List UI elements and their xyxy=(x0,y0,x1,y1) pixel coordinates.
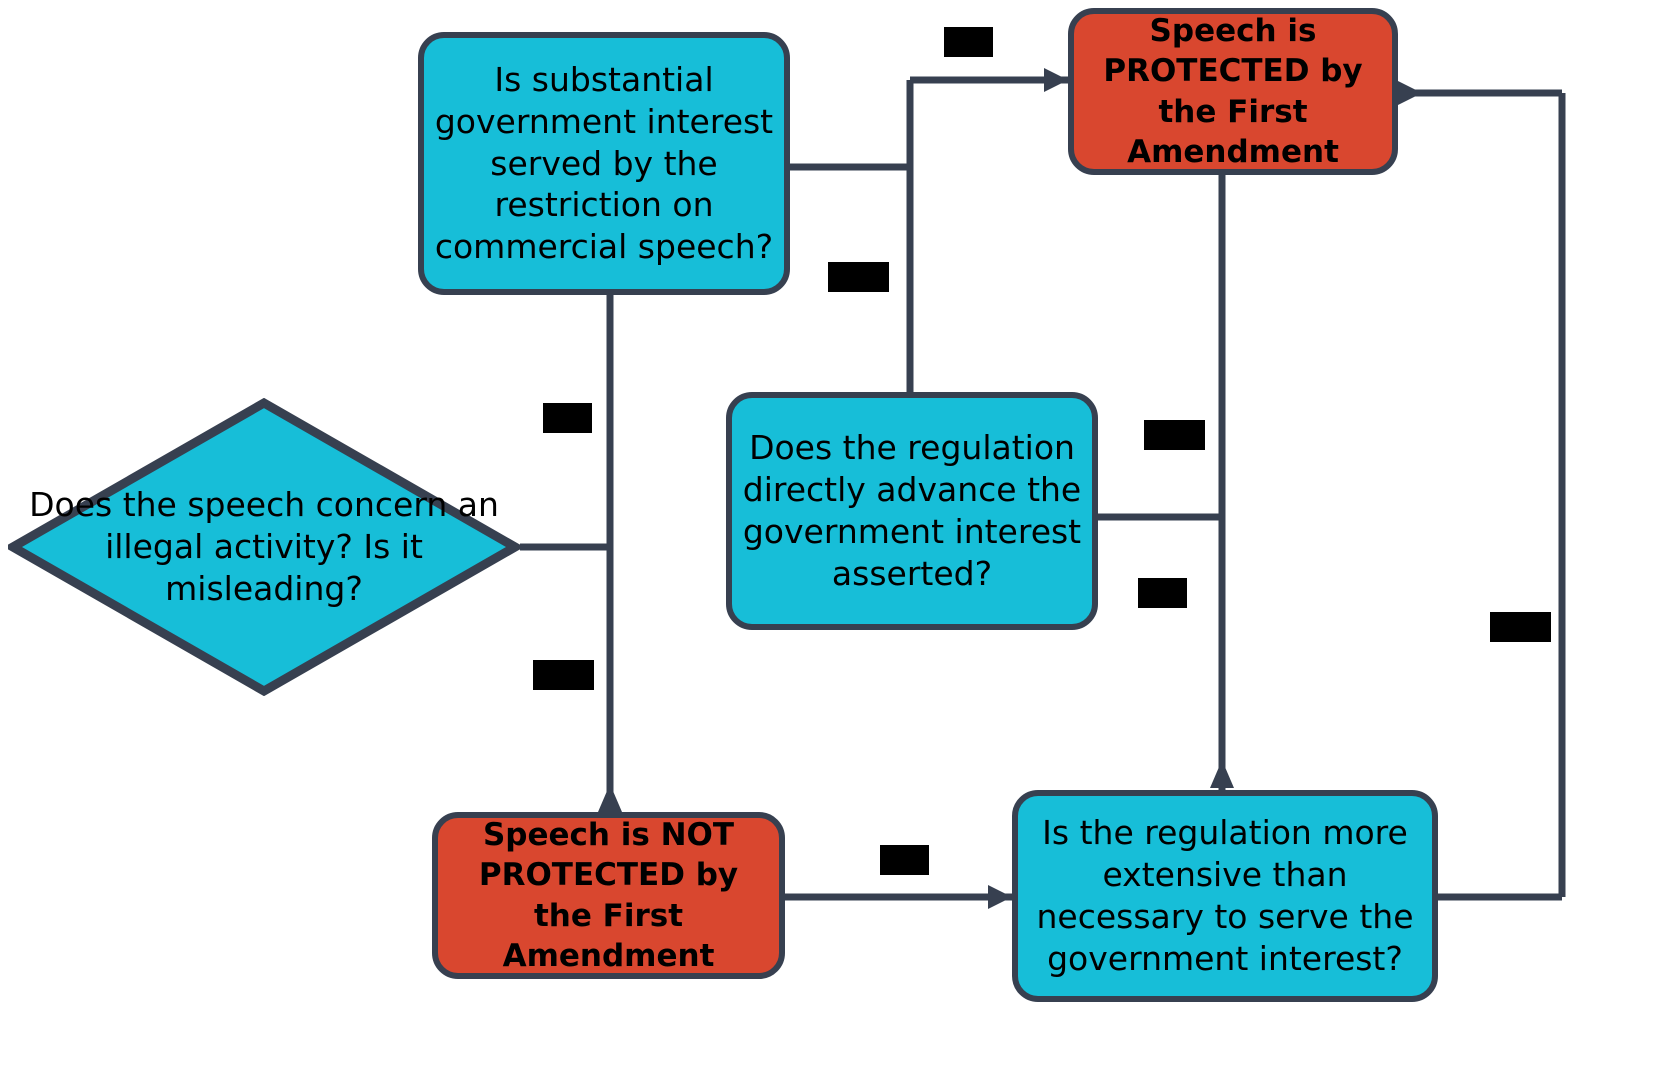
edge-label-extensive-yes: YES xyxy=(1490,610,1551,643)
edge-label-substantial-to-protected-no: NO xyxy=(944,25,994,58)
node-speech-not-protected[interactable]: Speech is NOT PROTECTED by the First Ame… xyxy=(432,812,785,979)
edge-label-substantial-no: NO xyxy=(543,401,593,434)
arrowhead-extensive-left xyxy=(988,885,1012,909)
node-directly-advance[interactable]: Does the regulation directly advance the… xyxy=(726,392,1098,630)
edge-label-extensive-no: NO xyxy=(880,843,930,876)
node-more-extensive[interactable]: Is the regulation more extensive than ne… xyxy=(1012,790,1438,1002)
edge-label-advance-yes: YES xyxy=(1144,418,1205,451)
node-substantial-interest-text: Is substantial government interest serve… xyxy=(434,59,774,267)
edge-label-substantial-yes: YES xyxy=(828,260,889,293)
node-substantial-interest[interactable]: Is substantial government interest serve… xyxy=(418,32,790,295)
node-speech-protected-text: Speech is PROTECTED by the First Amendme… xyxy=(1103,12,1363,170)
arrowhead-protected-left xyxy=(1044,68,1068,92)
node-illegal-misleading-text: Does the speech concern an illegal activ… xyxy=(29,485,499,608)
diamond-shape xyxy=(8,398,520,696)
edge-label-advance-no: NO xyxy=(1138,576,1188,609)
node-more-extensive-text: Is the regulation more extensive than ne… xyxy=(1036,813,1414,978)
node-directly-advance-text: Does the regulation directly advance the… xyxy=(742,428,1082,593)
node-speech-not-protected-text: Speech is NOT PROTECTED by the First Ame… xyxy=(478,816,739,974)
node-illegal-misleading-label: Does the speech concern an illegal activ… xyxy=(8,398,520,696)
arrowhead-down-extensive xyxy=(1210,760,1234,788)
edge-label-illegal-yes: YES xyxy=(533,658,594,691)
arrowhead-not-protected-top xyxy=(598,784,622,812)
node-illegal-misleading[interactable]: Does the speech concern an illegal activ… xyxy=(8,398,520,696)
node-speech-protected[interactable]: Speech is PROTECTED by the First Amendme… xyxy=(1068,8,1398,175)
arrowhead-protected-right xyxy=(1398,81,1422,105)
